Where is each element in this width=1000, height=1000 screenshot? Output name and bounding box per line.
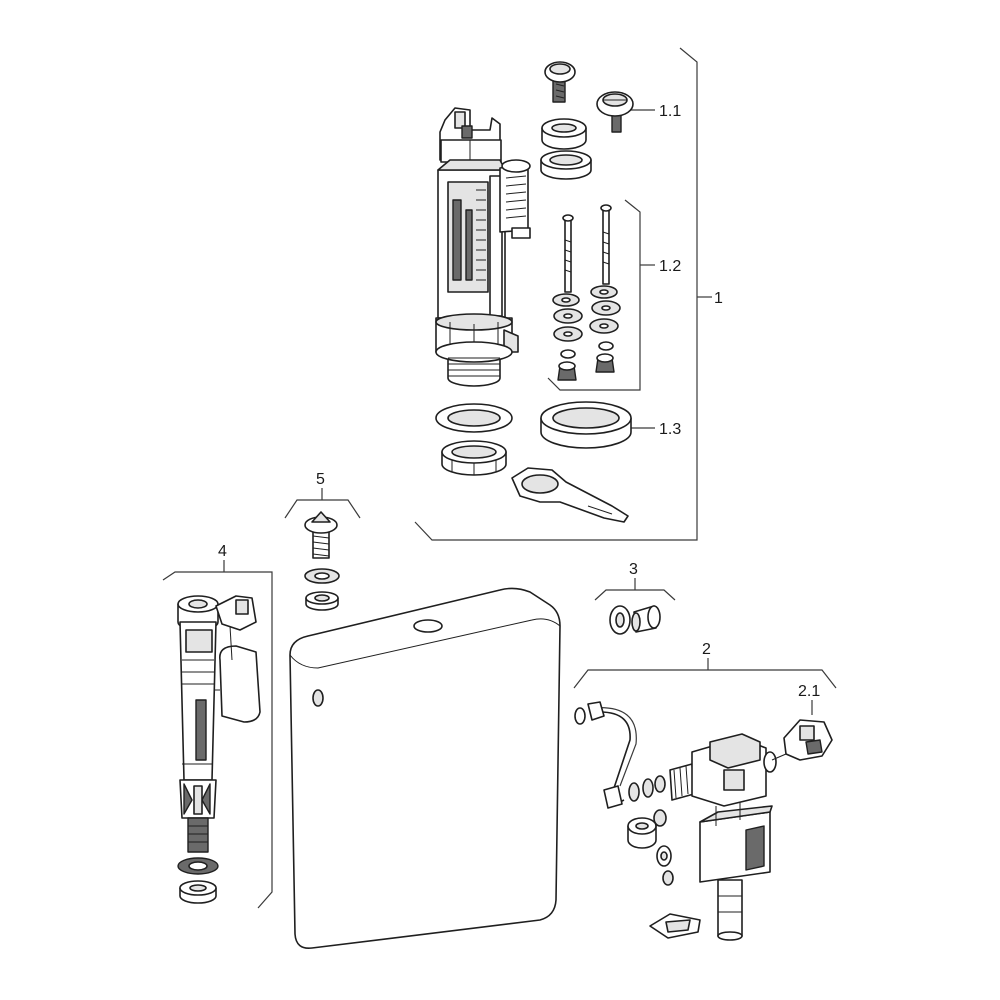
side-seal-parts xyxy=(609,605,661,635)
fixing-screw-parts xyxy=(304,511,340,611)
fill-valve-side xyxy=(574,701,833,941)
label-seal-set: 1.3 xyxy=(659,421,681,438)
scale-ticks xyxy=(476,189,486,281)
label-push-button: 1.1 xyxy=(659,103,681,120)
label-assembly: 1 xyxy=(714,290,723,307)
seal-set-parts xyxy=(435,401,632,523)
body-ridges xyxy=(182,659,214,765)
fill-valve-bottom xyxy=(177,595,261,904)
label-fill-valve-side: 2 xyxy=(702,641,711,658)
bracket-fill-valve-side xyxy=(573,669,837,689)
bracket-screw-set xyxy=(547,199,655,391)
screw-set-parts xyxy=(552,204,621,381)
label-screw-set: 1.2 xyxy=(659,258,681,275)
label-side-seal: 3 xyxy=(629,561,638,578)
label-valve-head: 2.1 xyxy=(798,683,820,700)
push-button-parts xyxy=(540,61,634,180)
bracket-fill-valve-bottom xyxy=(162,571,273,909)
cistern-tank xyxy=(289,587,561,950)
label-fill-valve-bottom: 4 xyxy=(218,543,227,560)
flush-valve xyxy=(435,107,531,387)
label-fixing-screw: 5 xyxy=(316,471,325,488)
bracket-assembly-1 xyxy=(414,47,712,541)
bracket-side-seal xyxy=(594,589,676,601)
spring-coils xyxy=(505,175,527,219)
